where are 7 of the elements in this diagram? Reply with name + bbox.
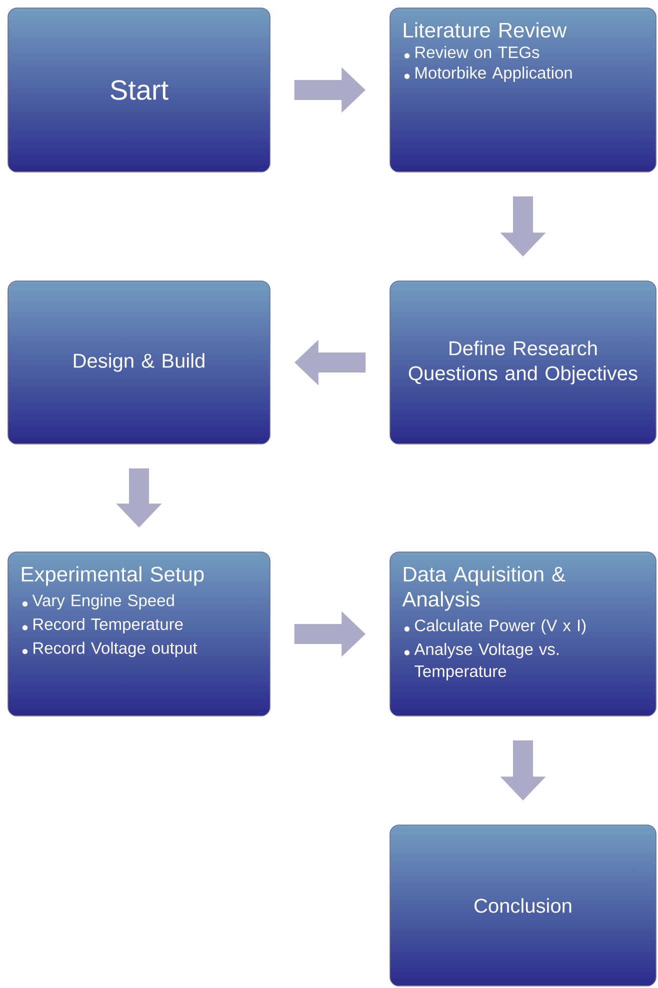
process-box: Define Research Questions and Objectives	[390, 280, 656, 444]
process-box: Design & Build	[8, 280, 270, 444]
process-box: Data Aquisition & Analysis Calculate Power (V x I) Analyse Voltage vs. Temperature	[390, 552, 656, 716]
process-box: Experimental Setup Vary Engine Speed Record Temperature Record Voltage output	[8, 552, 270, 716]
process-box: Conclusion	[390, 824, 656, 986]
process-box: Start	[8, 8, 270, 172]
process-box: Literature Review Review on TEGs Motorbike Application	[390, 8, 656, 172]
